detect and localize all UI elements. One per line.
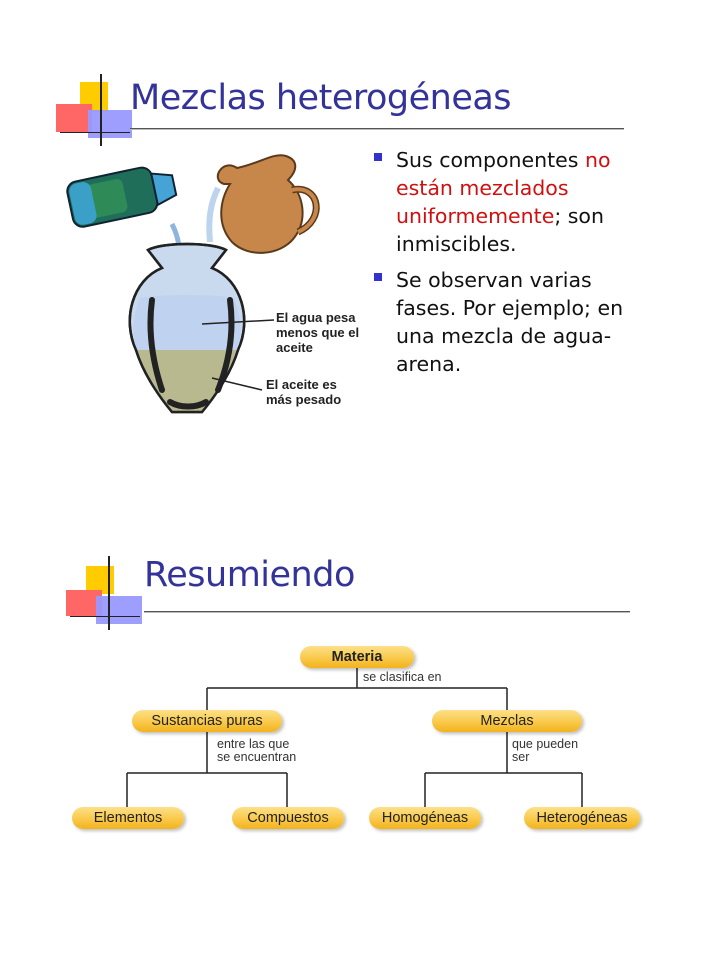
bullet-list: Sus componentes no están mezclados unifo… xyxy=(372,146,652,386)
section-title: Resumiendo xyxy=(144,555,355,595)
title-rule xyxy=(130,128,624,130)
square-bullet-icon xyxy=(374,153,382,161)
bullet-item: Se observan varias fases. Por ejemplo; e… xyxy=(372,266,652,378)
square-bullet-icon xyxy=(374,273,382,281)
node-elementos: Elementos xyxy=(72,807,184,829)
node-homogeneas: Homogéneas xyxy=(369,807,481,829)
figure-label-bottom: El aceite es más pesado xyxy=(266,377,342,407)
bullet-item: Sus componentes no están mezclados unifo… xyxy=(372,146,652,258)
title-rule xyxy=(144,611,630,613)
node-mezclas: Mezclas xyxy=(432,710,582,732)
link-label-right: que pueden ser xyxy=(512,737,579,764)
link-label-root: se clasifica en xyxy=(363,670,442,684)
node-sustancias-puras: Sustancias puras xyxy=(132,710,282,732)
page-title: Mezclas heterogéneas xyxy=(130,78,512,118)
node-materia: Materia xyxy=(300,646,414,668)
node-compuestos: Compuestos xyxy=(232,807,344,829)
decorative-logo xyxy=(66,556,156,646)
link-label-left: entre las que se encuentran xyxy=(217,737,297,764)
vase-illustration xyxy=(66,154,320,414)
node-heterogeneas: Heterogéneas xyxy=(524,807,640,829)
decorative-logo xyxy=(56,74,146,164)
figure-label-top: El agua pesa menos que el aceite xyxy=(276,310,360,355)
highlight-text: no están mezclados uniformemente xyxy=(396,148,611,228)
